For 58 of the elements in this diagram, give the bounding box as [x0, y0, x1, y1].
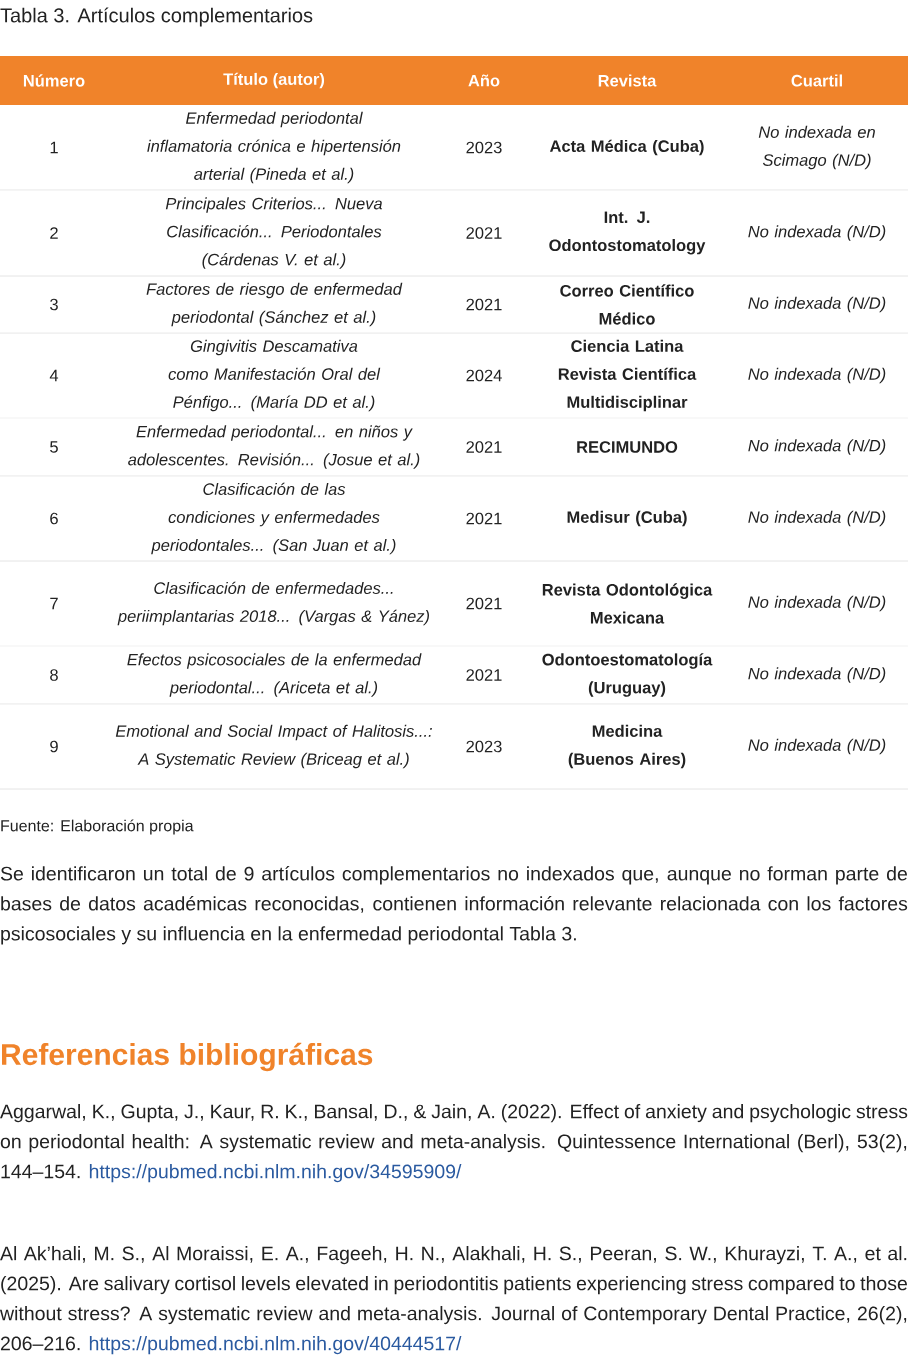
index-status: No indexada (N/D) [748, 296, 886, 313]
index-status: No indexada (N/D) [748, 439, 886, 455]
journal-name: Int. J. Odontostomatology [549, 211, 706, 255]
article-title: Efectos psicosociales de la enfermedad periodontal... (Ariceta et al.) [127, 653, 422, 697]
article-title: Clasificación de enfermedades... periimplantarias 2018... (Vargas & Yánez) [117, 581, 430, 626]
article-title: Principales Criterios... Nueva Clasificación... Periodontales (Cárdenas V. et al.) [165, 197, 383, 269]
journal-name: Acta Médica (Cuba) [549, 139, 704, 156]
index-status: No indexada (N/D) [748, 367, 886, 384]
row-number: 4 [49, 369, 59, 382]
column-heading: Año [468, 74, 500, 87]
year: 2021 [466, 227, 502, 239]
year: 2021 [466, 597, 502, 610]
reference: Aggarwal, K., Gupta, J., Kaur, R. K., Bansal, D., & Jain, A. (2022). Effect of anxiety and psychologic stress on periodontal health: A systematic review and meta-analysis. Quintessence International (Berl), 53(2), 144–154. https://pubmed.ncbi.nlm.nih.gov/34595909/ [0, 1104, 908, 1183]
article-title: Enfermedad periodontal... en niños y adolescentes. Revisión... (Josue et al.) [128, 425, 420, 469]
year: 2024 [466, 369, 502, 382]
row-number: 1 [50, 141, 58, 154]
index-status: No indexada (N/D) [748, 738, 886, 755]
year: 2021 [466, 512, 502, 525]
article-title: Emotional and Social Impact of Halitosis...: A Systematic Review (Briceag et al.) [115, 724, 432, 769]
year: 2023 [466, 141, 502, 154]
index-status: No indexada (N/D) [748, 510, 886, 527]
journal-name: Medicina (Buenos Aires) [568, 724, 686, 769]
journal-name: Correo Científico Médico [560, 284, 694, 325]
year: 2023 [466, 740, 502, 753]
year: 2021 [466, 669, 502, 681]
journal-name: RECIMUNDO [577, 441, 678, 453]
article-title: Gingivitis Descamativa como Manifestación Oral del Pénfigo... (María DD et al.) [168, 339, 381, 412]
journal-name: Ciencia Latina Revista Científica Multidisciplinar [558, 339, 697, 412]
source-note: Fuente: Elaboración propia [1, 819, 194, 835]
column-heading: Cuartil [791, 74, 842, 87]
column-heading: Revista [598, 74, 657, 87]
link: https://pubmed.ncbi.nlm.nih.gov/40444517/ [89, 1336, 462, 1355]
article-title: Factores de riesgo de enfermedad periodontal (Sánchez et al.) [146, 282, 403, 327]
paragraph: Se identificaron un total de 9 artículos complementarios no indexados que, aunque no forman parte de bases de datos académicas reconocidas, contienen información relevante relacionada con los factores psicosociales y su influencia en la enfermedad periodontal Tabla 3. [0, 866, 908, 945]
article-title: Enfermedad periodontal inflamatoria crónica e hipertensión arterial (Pineda et al.) [147, 111, 401, 184]
year: 2021 [466, 298, 502, 311]
index-status: No indexada (N/D) [748, 225, 886, 241]
row-number: 8 [50, 669, 58, 681]
row-number: 5 [50, 441, 58, 453]
column-heading: Número [23, 74, 85, 87]
journal-name: Medisur (Cuba) [567, 510, 687, 527]
index-status: No indexada (N/D) [748, 595, 886, 612]
index-status: No indexada (N/D) [748, 667, 886, 683]
row-number: 2 [50, 227, 58, 239]
section-heading: Referencias bibliográficas [2, 1042, 373, 1072]
journal-name: Odontoestomatología (Uruguay) [542, 653, 713, 697]
article-title: Clasificación de las condiciones y enfermedades periodontales... (San Juan et al.) [151, 482, 396, 555]
index-status: No indexada en Scimago (N/D) [758, 125, 875, 170]
row-number: 9 [50, 740, 58, 753]
table-caption: Tabla 3. Artículos complementarios [0, 7, 313, 27]
row-number: 3 [50, 298, 58, 311]
link: https://pubmed.ncbi.nlm.nih.gov/34595909/ [89, 1164, 462, 1183]
journal-name: Revista Odontológica Mexicana [542, 583, 713, 624]
row-number: 7 [50, 597, 58, 610]
reference: Al Ak’hali, M. S., Al Moraissi, E. A., Fageeh, H. N., Alakhali, H. S., Peeran, S. W., Khurayzi, T. A., et al. (2025). Are salivary cortisol levels elevated in periodontitis patients experiencing stress compared to those without stress? A systematic review and meta-analysis. Journal of Contemporary Dental Practice, 26(2), 206–216. https://pubmed.ncbi.nlm.nih.gov/40444517/ [0, 1246, 907, 1355]
year: 2021 [466, 441, 502, 453]
column-heading: Título (autor) [223, 72, 325, 89]
row-number: 6 [50, 512, 58, 525]
